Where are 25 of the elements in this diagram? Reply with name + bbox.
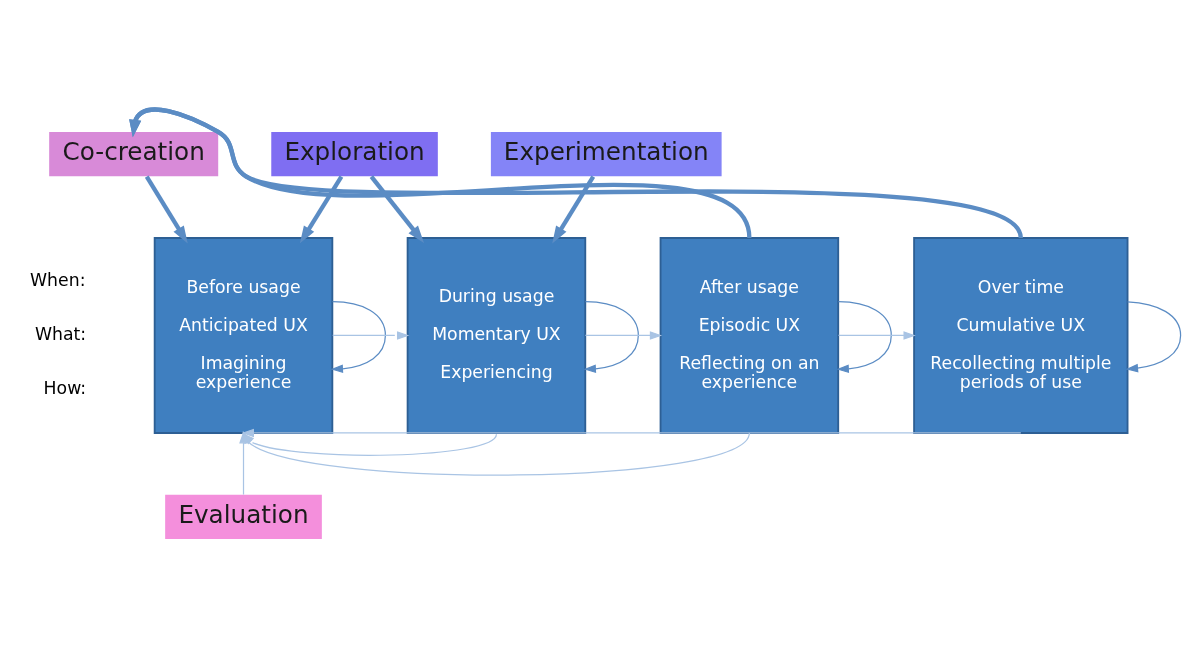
arrow [241,428,1022,438]
arrow [129,107,1023,240]
node-box: Before usage Anticipated UX Imagining experience [153,237,334,434]
label: How: [43,378,87,399]
arrow [837,331,916,340]
node-box: Over time Cumulative UX Recollecting multiple periods of use [913,237,1129,434]
node-box: Co-creation [49,131,219,177]
arrow [330,301,386,374]
arrow [584,331,663,340]
node-box: Evaluation [165,494,322,540]
label: When: [30,269,86,290]
arrow [552,175,596,244]
arrow [299,175,344,244]
arrow [144,175,188,244]
node-box: During usage Momentary UX Experiencing [406,237,587,434]
arrow [369,175,425,243]
arrow [332,331,410,340]
node-box: Exploration [271,131,438,177]
node-box: Experimentation [490,131,722,177]
label: What: [34,324,87,345]
arrow [239,431,248,496]
arrow [1125,301,1182,373]
node-box: After usage Episodic UX Reflecting on an experience [659,237,840,434]
arrow [583,301,639,374]
arrow [836,301,892,374]
